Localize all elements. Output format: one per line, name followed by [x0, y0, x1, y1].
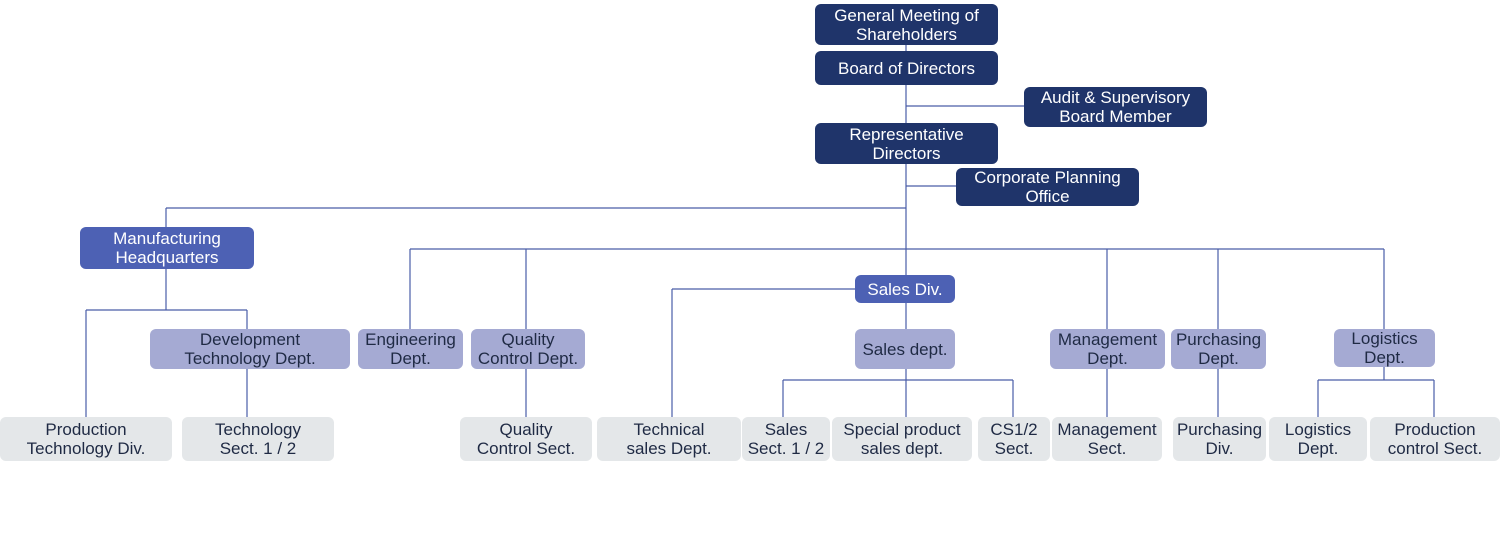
node-technical-sales-dept: Technical sales Dept. [597, 417, 741, 461]
node-development-technology-dept: Development Technology Dept. [150, 329, 350, 369]
node-special-product-sales-dept: Special product sales dept. [832, 417, 972, 461]
node-quality-control-sect: Quality Control Sect. [460, 417, 592, 461]
node-quality-control-dept: Quality Control Dept. [471, 329, 585, 369]
node-purchasing-div: Purchasing Div. [1173, 417, 1266, 461]
node-technology-sect: Technology Sect. 1 / 2 [182, 417, 334, 461]
node-production-control-sect: Production control Sect. [1370, 417, 1500, 461]
node-management-sect: Management Sect. [1052, 417, 1162, 461]
node-general-meeting: General Meeting of Shareholders [815, 4, 998, 45]
node-sales-sect: Sales Sect. 1 / 2 [742, 417, 830, 461]
node-sales-dept: Sales dept. [855, 329, 955, 369]
node-purchasing-dept: Purchasing Dept. [1171, 329, 1266, 369]
node-corporate-planning-office: Corporate Planning Office [956, 168, 1139, 206]
node-logistics-dept: Logistics Dept. [1334, 329, 1435, 367]
node-engineering-dept: Engineering Dept. [358, 329, 463, 369]
node-sales-div: Sales Div. [855, 275, 955, 303]
node-cs-sect: CS1/2 Sect. [978, 417, 1050, 461]
node-representative-directors: Representative Directors [815, 123, 998, 164]
node-audit-supervisory-board: Audit & Supervisory Board Member [1024, 87, 1207, 127]
node-manufacturing-headquarters: Manufacturing Headquarters [80, 227, 254, 269]
node-production-technology-div: Production Technology Div. [0, 417, 172, 461]
node-board-of-directors: Board of Directors [815, 51, 998, 85]
node-management-dept: Management Dept. [1050, 329, 1165, 369]
node-logistics-dept-sub: Logistics Dept. [1269, 417, 1367, 461]
